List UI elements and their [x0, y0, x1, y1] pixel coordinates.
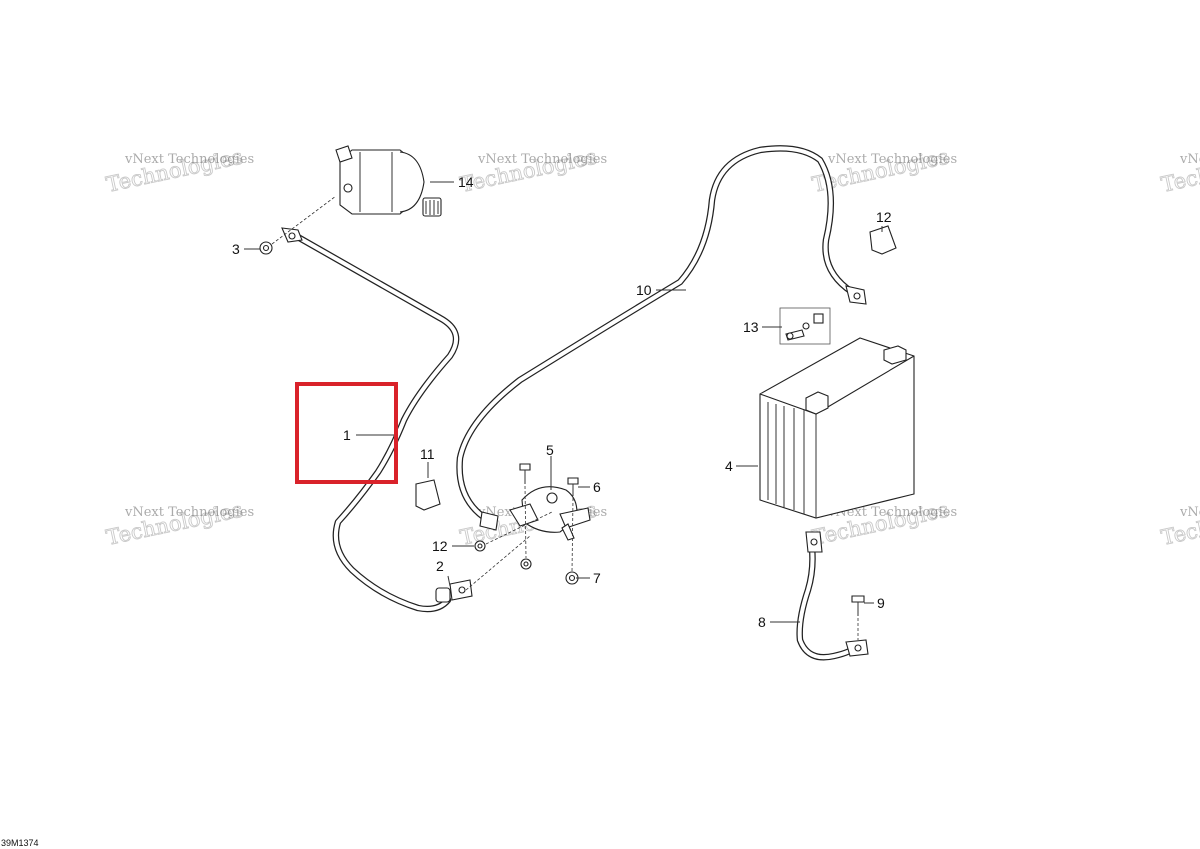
bolt-5a[interactable] [519, 463, 531, 484]
svg-text:vNext Technologies: vNext Technologies [827, 505, 957, 520]
nut-5b[interactable] [520, 558, 532, 570]
callout-5[interactable]: 5 [546, 442, 554, 458]
screw-kit[interactable] [779, 307, 831, 345]
cable-10[interactable] [456, 145, 867, 531]
callouts: 1 2 3 4 5 6 7 8 9 10 11 12 12 13 14 [232, 174, 892, 630]
cable-8[interactable] [796, 531, 869, 661]
callout-9[interactable]: 9 [877, 595, 885, 611]
battery[interactable] [759, 337, 915, 519]
callout-2[interactable]: 2 [436, 558, 444, 574]
callout-11[interactable]: 11 [420, 446, 435, 462]
callout-1[interactable]: 1 [343, 427, 351, 443]
callout-7[interactable]: 7 [593, 570, 601, 586]
svg-text:vNext Technologies: vNext Technologies [477, 152, 607, 167]
nut-7[interactable] [565, 571, 579, 585]
callout-14[interactable]: 14 [458, 174, 474, 190]
bolt-9[interactable] [851, 595, 865, 616]
terminal-cover-11[interactable] [415, 479, 441, 511]
callout-4[interactable]: 4 [725, 458, 733, 474]
callout-13[interactable]: 13 [743, 319, 759, 335]
nut-3[interactable] [259, 241, 273, 255]
watermark-group: Technologies vNext Technologies Technolo… [104, 144, 1200, 550]
svg-text:vNext Technologies: vNext Technologies [124, 505, 254, 520]
svg-text:vNext Technologies: vNext Technologies [1179, 505, 1200, 520]
watermark: Technologies vNext Technologies [458, 144, 608, 197]
cable-1[interactable] [281, 227, 473, 613]
watermark: Technologies vNext Technologies [1159, 497, 1200, 550]
callout-10[interactable]: 10 [636, 282, 652, 298]
svg-text:vNext Technologies: vNext Technologies [827, 152, 957, 167]
watermark: Technologies vNext Technologies [104, 144, 255, 197]
callout-12-solenoid[interactable]: 12 [432, 538, 448, 554]
nut-12[interactable] [474, 540, 486, 552]
svg-text:vNext Technologies: vNext Technologies [1179, 152, 1200, 167]
terminal-cover-top[interactable] [869, 225, 897, 255]
callout-8[interactable]: 8 [758, 614, 766, 630]
selected-part-highlight [295, 382, 398, 484]
figure-code: 39M1374 [1, 838, 39, 848]
leader-lines [244, 181, 883, 623]
starter-motor[interactable] [335, 145, 442, 217]
watermark: Technologies vNext Technologies [104, 497, 255, 550]
callout-12-battery[interactable]: 12 [876, 209, 892, 225]
solenoid[interactable] [509, 486, 591, 541]
bolt-6[interactable] [567, 477, 579, 496]
callout-3[interactable]: 3 [232, 241, 240, 257]
assembly-lines [271, 195, 859, 640]
svg-text:vNext Technologies: vNext Technologies [124, 152, 254, 167]
watermark: Technologies vNext Technologies [1159, 144, 1200, 197]
callout-6[interactable]: 6 [593, 479, 601, 495]
